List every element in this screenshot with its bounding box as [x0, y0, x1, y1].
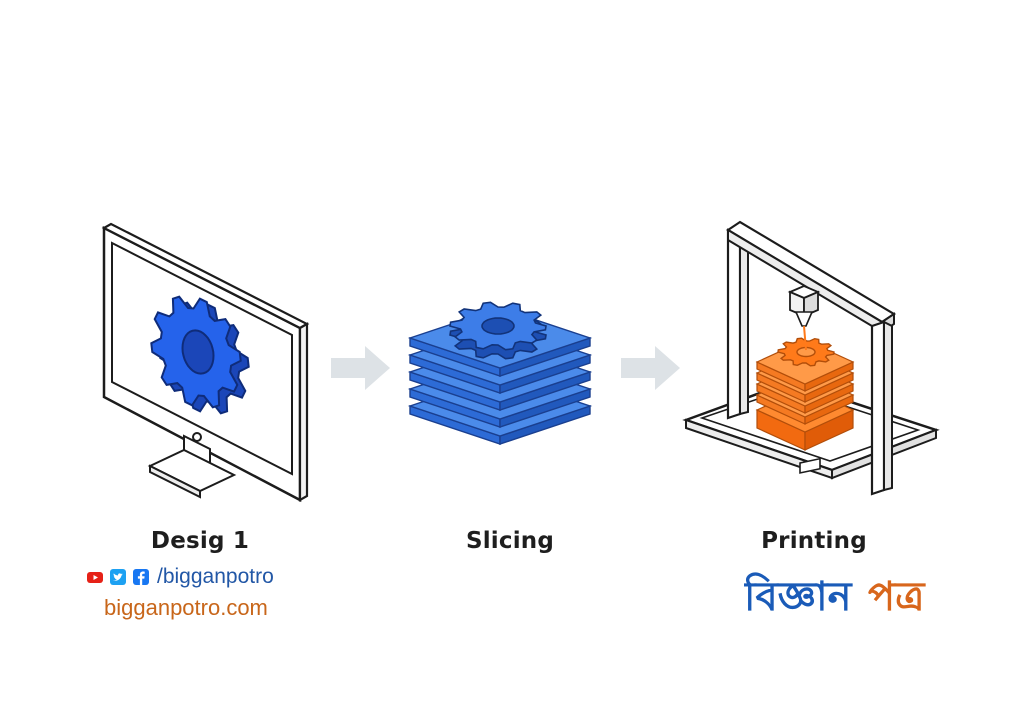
stage-label-slicing: Slicing [465, 528, 555, 554]
sliced-layers-gear-icon [407, 301, 593, 445]
arrow-right-icon [331, 346, 390, 390]
filament-stream [803, 325, 807, 351]
facebook-icon[interactable] [132, 568, 150, 586]
stage-label-design: Desig 1 [150, 528, 250, 554]
social-links: /bigganpotro [86, 564, 274, 590]
stage-label-printing: Printing [761, 528, 867, 554]
svg-text:পত্র: পত্র [868, 574, 926, 620]
twitter-icon[interactable] [109, 568, 127, 586]
3d-printer-icon [682, 220, 940, 496]
gear-icon [777, 337, 835, 367]
svg-text:বিজ্ঞান: বিজ্ঞান [744, 572, 854, 620]
gear-icon [150, 295, 250, 415]
arrow-right-icon [621, 346, 680, 390]
youtube-icon[interactable] [86, 568, 104, 586]
computer-monitor-gear-icon [101, 222, 310, 503]
social-handle[interactable]: /bigganpotro [157, 565, 274, 588]
gear-icon [449, 301, 547, 351]
brand-logo: বিজ্ঞান পত্র [744, 572, 926, 620]
website-link[interactable]: bigganpotro.com [104, 595, 268, 620]
